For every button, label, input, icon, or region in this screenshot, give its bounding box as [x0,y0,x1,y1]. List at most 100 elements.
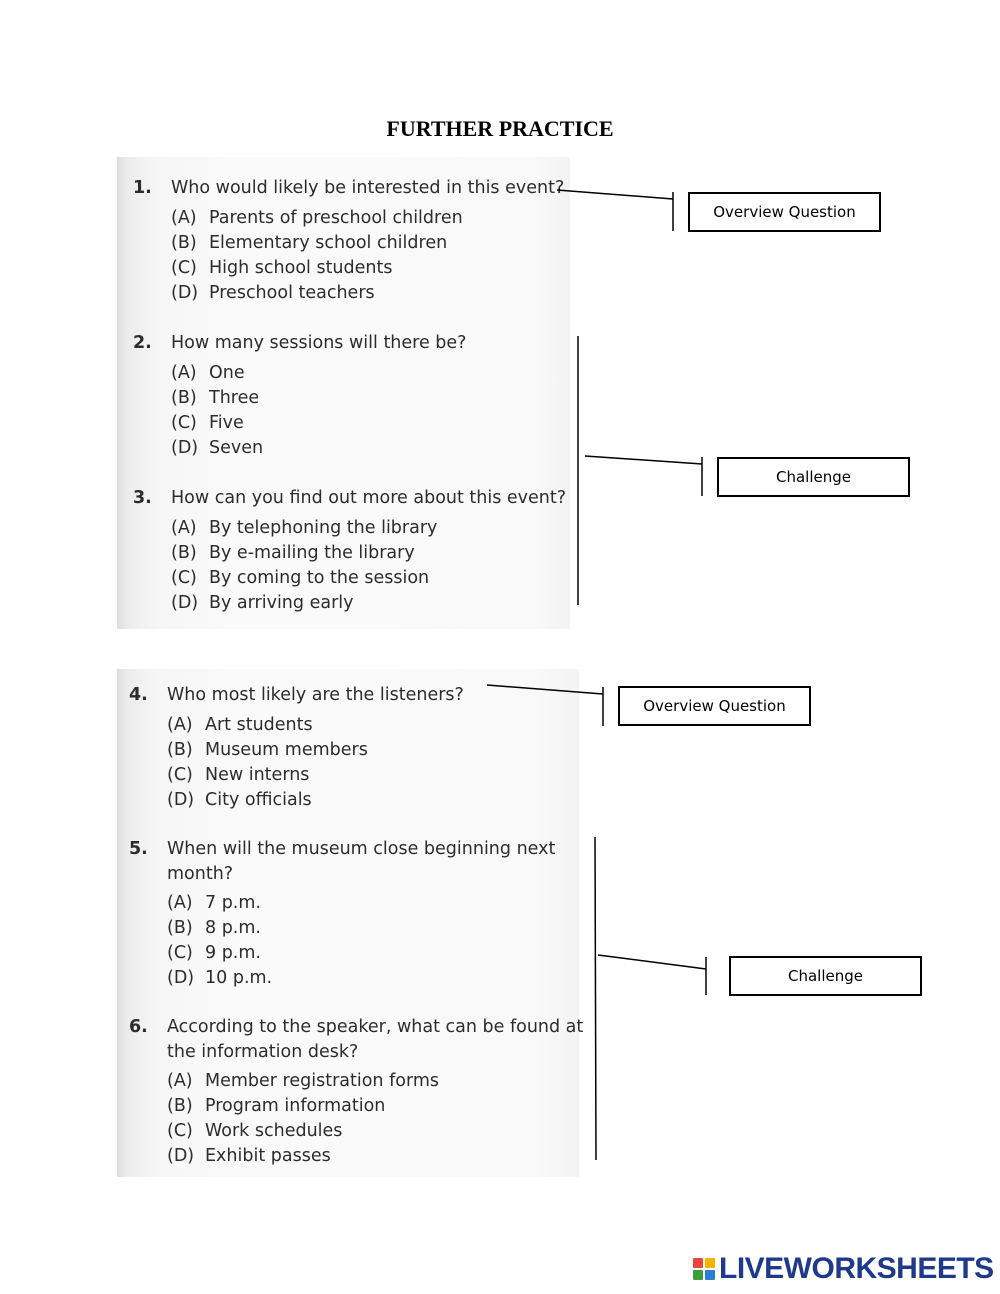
option-d: (D) Exhibit passes [167,1144,331,1169]
option-d: (D) City officials [167,788,312,813]
option-text: Art students [205,715,313,735]
option-text: City officials [205,790,312,810]
question-scan-panel-1 [117,157,570,629]
option-letter: (A) [167,715,193,735]
option-c: (C) High school students [171,256,392,281]
option-text: Program information [205,1096,386,1116]
option-letter: (C) [167,765,193,785]
option-text: Five [209,413,244,433]
option-d: (D)By arriving early [171,591,353,616]
question-text: When will the museum close beginning nex… [167,839,556,859]
option-a: (A) Parents of preschool children [171,206,463,231]
option-b: (B) By e-mailing the library [171,541,415,566]
question-text: According to the speaker, what can be fo… [167,1017,584,1037]
question-number: 4. [129,685,148,705]
option-text: 7 p.m. [205,893,261,913]
option-letter: (D) [167,1146,195,1166]
option-letter: (A) [171,518,197,538]
option-letter: (A) [167,1071,193,1091]
option-b: (B)Museum members [167,738,368,763]
logo-icon [693,1258,715,1280]
overview-question-label: Overview Question [688,192,881,232]
question-number: 3. [133,488,152,508]
option-letter: (C) [167,943,193,963]
overview-question-label: Overview Question [618,686,811,726]
option-d: (D) Preschool teachers [171,281,375,306]
option-text: Work schedules [205,1121,343,1141]
option-letter: (B) [171,233,197,253]
option-letter: (A) [171,208,197,228]
option-a: (A) By telephoning the library [171,516,437,541]
option-letter: (B) [167,1096,193,1116]
option-c: (C) Work schedules [167,1119,342,1144]
option-text: Parents of preschool children [209,208,463,228]
question-number: 6. [129,1017,148,1037]
page-title: FURTHER PRACTICE [386,116,614,141]
question-number: 1. [133,178,152,198]
option-text: Member registration forms [205,1071,439,1091]
logo-text: LIVEWORKSHEETS [719,1252,994,1285]
option-a: (A) Art students [167,713,313,738]
option-text: Elementary school children [209,233,448,253]
option-text: 10 p.m. [205,968,273,988]
option-letter: (A) [171,363,197,383]
option-text: 9 p.m. [205,943,261,963]
option-text: 8 p.m. [205,918,261,938]
option-text: Exhibit passes [205,1146,331,1166]
option-text: Seven [209,438,264,458]
question-text: Who most likely are the listeners? [167,685,464,705]
option-letter: (C) [171,568,197,588]
challenge-label: Challenge [729,956,922,996]
option-letter: (A) [167,893,193,913]
option-a: (A) Member registration forms [167,1069,439,1094]
option-letter: (B) [171,543,197,563]
option-d: (D) Seven [171,436,263,461]
connector-line [486,684,604,695]
option-c: (C) 9 p.m. [167,941,261,966]
option-b: (B) Elementary school children [171,231,447,256]
option-text: By telephoning the library [209,518,438,538]
liveworksheets-logo: LIVEWORKSHEETS [693,1252,994,1285]
option-text: Three [209,388,260,408]
option-c: (C) By coming to the session [171,566,429,591]
option-text: High school students [209,258,393,278]
logo-square [705,1258,715,1268]
option-letter: (D) [171,438,199,458]
option-letter: (D) [171,593,199,613]
option-text: One [209,363,245,383]
question-text: How many sessions will there be? [171,333,467,353]
question-text: How can you find out more about this eve… [171,488,567,508]
option-a: (A) One [171,361,245,386]
option-text: Preschool teachers [209,283,375,303]
connector-line [556,189,674,200]
option-letter: (D) [167,968,195,988]
option-letter: (C) [171,413,197,433]
option-a: (A) 7 p.m. [167,891,261,916]
option-b: (B) 8 p.m. [167,916,261,941]
option-c: (C) Five [171,411,244,436]
option-c: (C) New interns [167,763,309,788]
question-number: 5. [129,839,148,859]
question-scan-panel-2 [117,669,579,1177]
option-letter: (D) [167,790,195,810]
connector-line [584,455,703,465]
challenge-bracket [594,836,597,1161]
option-letter: (B) [167,918,193,938]
logo-square [705,1270,715,1280]
question-text-continued: the information desk? [167,1042,359,1062]
option-text: By e-mailing the library [209,543,415,563]
option-letter: (D) [171,283,199,303]
option-text: By coming to the session [209,568,430,588]
option-letter: (B) [167,740,193,760]
option-letter: (C) [167,1121,193,1141]
question-text: Who would likely be interested in this e… [171,178,565,198]
option-text: New interns [205,765,310,785]
option-b: (B) Three [171,386,259,411]
challenge-label: Challenge [717,457,910,497]
question-number: 2. [133,333,152,353]
option-letter: (C) [171,258,197,278]
option-b: (B) Program information [167,1094,385,1119]
option-letter: (B) [171,388,197,408]
question-text-continued: month? [167,864,234,884]
